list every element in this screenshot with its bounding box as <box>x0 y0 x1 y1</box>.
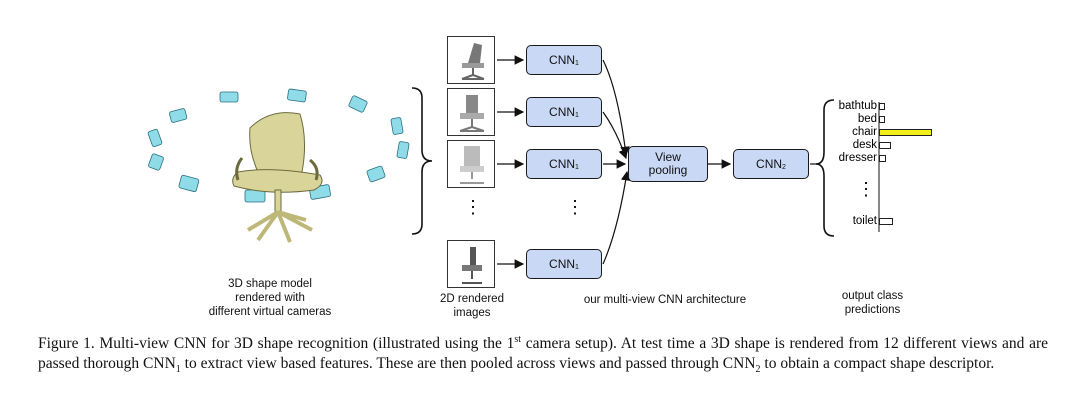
class-bar-bed <box>879 116 885 123</box>
caption-sub1: 1 <box>175 364 181 376</box>
cnn-ellipsis: ⋮ <box>566 197 584 217</box>
cnn1-sub: 1 <box>575 263 579 271</box>
cnn2-sub: 2 <box>782 163 786 171</box>
caption-part4: to obtain a compact shape descriptor. <box>760 355 995 373</box>
caption-part1: Figure 1. Multi-view CNN for 3D shape re… <box>38 335 515 353</box>
model-label-line3: different virtual cameras <box>208 306 332 318</box>
output-class-label: output class predictions <box>825 289 920 317</box>
model-label-line2: rendered with <box>235 292 305 304</box>
caption-part2: camera setup). At test time a 3D shape i… <box>38 335 1048 373</box>
caption-part3: to extract view based features. These ar… <box>180 355 756 373</box>
images-label-line1: 2D rendered <box>440 293 504 305</box>
class-label-dresser: dresser <box>838 152 877 164</box>
class-label-bathtub: bathtub <box>838 100 877 112</box>
rendered-view-thumbnail-2 <box>447 88 495 136</box>
rendered-view-thumbnail-1 <box>447 36 495 84</box>
class-bar-toilet <box>879 218 893 225</box>
class-label-bed: bed <box>857 113 877 125</box>
class-label-desk: desk <box>852 139 877 151</box>
thumbnails-ellipsis: ⋮ <box>464 197 482 217</box>
class-label-chair: chair <box>852 126 877 138</box>
model-caption-label: 3D shape model rendered with different v… <box>195 277 345 319</box>
rendered-view-thumbnail-4 <box>447 240 495 288</box>
model-label-line1: 3D shape model <box>228 278 312 290</box>
cnn1-sub: 1 <box>575 163 579 171</box>
classes-ellipsis: ⋮ <box>857 179 875 199</box>
chair-3d-model <box>232 112 323 243</box>
architecture-label: our multi-view CNN architecture <box>583 294 747 306</box>
cnn1-name: CNN <box>549 157 576 171</box>
virtual-camera-icons <box>147 88 410 203</box>
cnn1-sub: 1 <box>575 111 579 119</box>
rendered-view-thumbnail-3 <box>447 140 495 188</box>
caption-sub2: 2 <box>755 364 761 376</box>
cnn2-name: CNN <box>756 157 783 171</box>
class-bar-bathtub <box>879 103 885 110</box>
views-brace <box>411 87 433 235</box>
output-brace <box>815 99 835 237</box>
cnn1-name: CNN <box>549 257 576 271</box>
class-bar-desk <box>879 142 891 149</box>
figure-caption: Figure 1. Multi-view CNN for 3D shape re… <box>38 330 1048 380</box>
camera-ring-illustration <box>147 88 410 243</box>
view-pooling-box: View pooling <box>628 146 708 182</box>
rendered-images-label: 2D rendered images <box>430 292 514 320</box>
class-bar-chair <box>879 129 932 136</box>
cnn1-name: CNN <box>549 105 576 119</box>
view-pooling-line2: pooling <box>648 163 688 177</box>
output-label-line1: output class <box>841 290 904 302</box>
images-label-line2: images <box>453 307 491 319</box>
cnn1-name: CNN <box>549 53 576 67</box>
class-bar-dresser <box>879 155 886 162</box>
view-pooling-line1: View <box>655 150 681 164</box>
caption-sup: st <box>514 334 522 345</box>
cnn1-sub: 1 <box>575 59 579 67</box>
architecture-arrows <box>497 55 880 269</box>
class-label-toilet: toilet <box>852 215 877 227</box>
output-label-line2: predictions <box>844 304 901 316</box>
